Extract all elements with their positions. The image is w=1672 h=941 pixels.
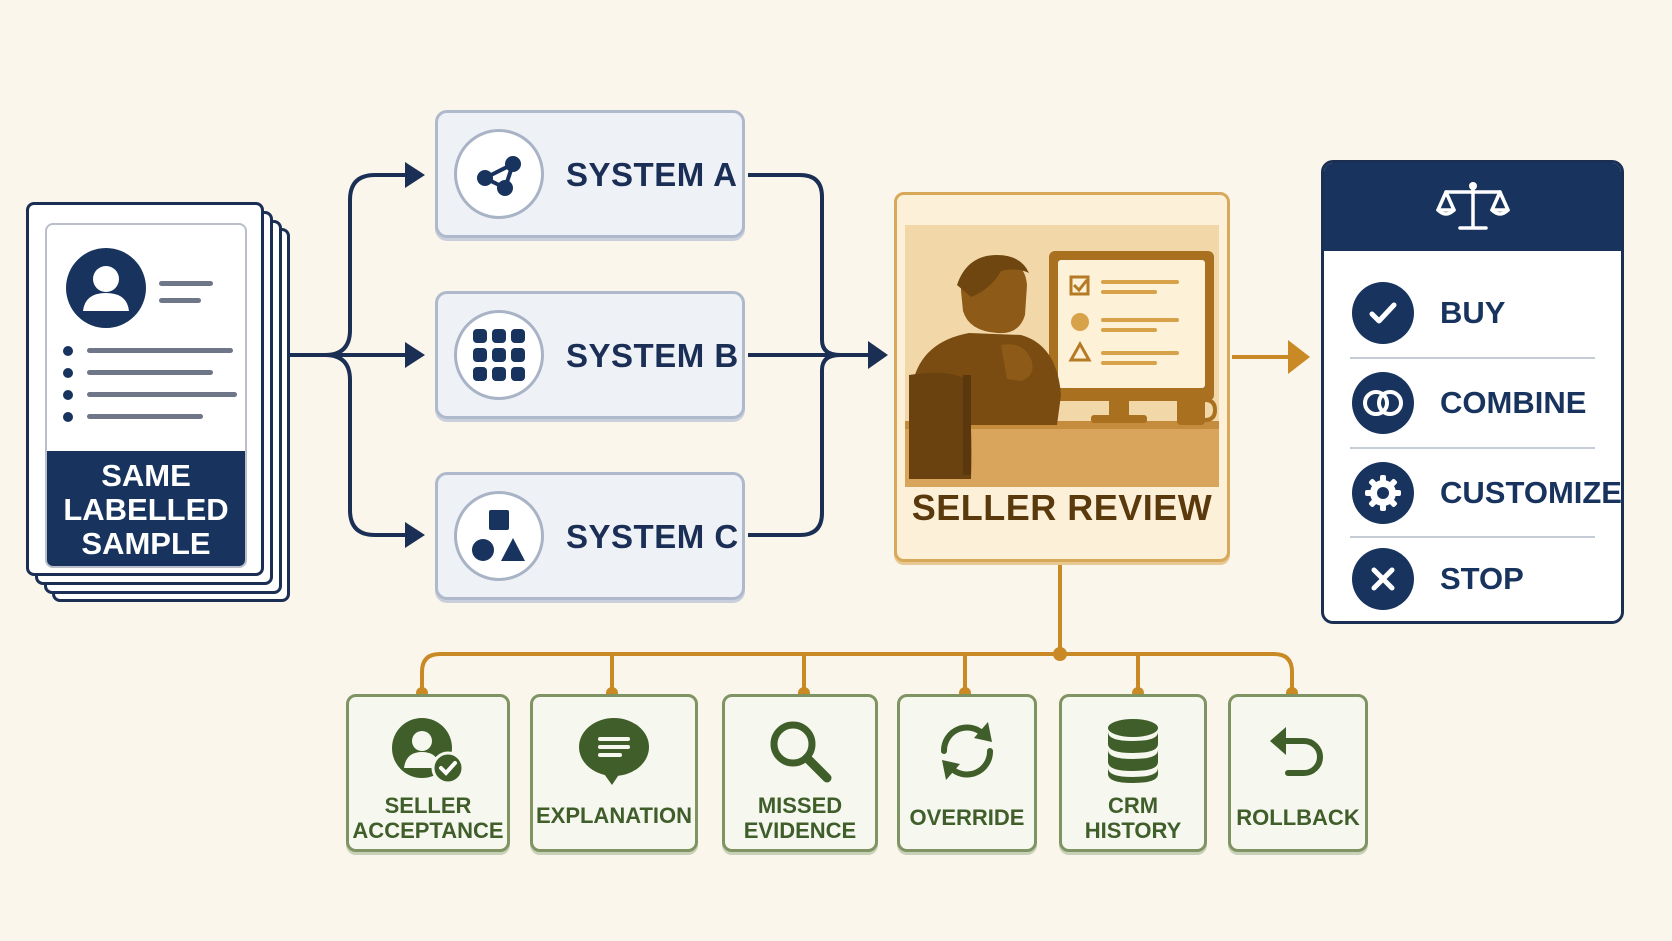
attribute-seller-acceptance: SELLER ACCEPTANCE	[346, 694, 510, 852]
decision-option-label: COMBINE	[1440, 385, 1587, 420]
gear-icon	[1352, 462, 1414, 524]
checkmark-icon	[1352, 282, 1414, 344]
attribute-missed-evidence: MISSED EVIDENCE	[722, 694, 878, 852]
attribute-label: MISSED EVIDENCE	[743, 793, 857, 843]
system-b-label: SYSTEM B	[566, 337, 739, 374]
decision-option-label: CUSTOMIZE	[1440, 475, 1622, 510]
divider	[1350, 447, 1595, 449]
refresh-icon	[900, 713, 1034, 789]
undo-arrow-icon	[1231, 713, 1365, 789]
attribute-label: CRM HISTORY	[1084, 793, 1182, 843]
attribute-label: EXPLANATION	[535, 803, 693, 828]
attribute-label: ROLLBACK	[1236, 805, 1360, 830]
sample-label: SAME LABELLED SAMPLE	[47, 451, 245, 566]
system-c-label: SYSTEM C	[566, 518, 739, 555]
overlapping-rings-icon	[1352, 372, 1414, 434]
bullet-list-lines	[63, 346, 237, 422]
database-icon	[1062, 713, 1204, 789]
network-nodes-icon	[454, 129, 544, 219]
decision-option-stop: STOP	[1352, 541, 1524, 617]
decision-panel-header	[1324, 163, 1621, 251]
user-check-icon	[349, 713, 507, 789]
balance-scale-icon	[1435, 182, 1510, 230]
attribute-crm-history: CRM HISTORY	[1059, 694, 1207, 852]
seller-review-label: SELLER REVIEW	[911, 487, 1213, 528]
decision-option-customize: CUSTOMIZE	[1352, 455, 1622, 531]
seller-review-box: SELLER REVIEW	[894, 192, 1230, 562]
attribute-rollback: ROLLBACK	[1228, 694, 1368, 852]
system-a-box: SYSTEM A	[435, 110, 745, 238]
dot-grid-icon	[454, 310, 544, 400]
sample-stack: SAME LABELLED SAMPLE	[26, 202, 291, 604]
attribute-label: SELLER ACCEPTANCE	[352, 793, 504, 843]
speech-bubble-icon	[533, 713, 695, 789]
decision-option-label: STOP	[1440, 561, 1524, 596]
system-a-label: SYSTEM A	[566, 156, 738, 193]
decision-option-buy: BUY	[1352, 275, 1505, 351]
magnifier-icon	[725, 713, 875, 789]
attribute-explanation: EXPLANATION	[530, 694, 698, 852]
profile-text-lines	[159, 281, 213, 303]
system-b-box: SYSTEM B	[435, 291, 745, 419]
attribute-override: OVERRIDE	[897, 694, 1037, 852]
system-c-box: SYSTEM C	[435, 472, 745, 600]
decision-option-combine: COMBINE	[1352, 365, 1586, 441]
divider	[1350, 536, 1595, 538]
shapes-icon	[454, 491, 544, 581]
sample-document-inner: SAME LABELLED SAMPLE	[45, 223, 247, 568]
x-icon	[1352, 548, 1414, 610]
attribute-label: OVERRIDE	[909, 805, 1025, 830]
profile-avatar-icon	[66, 248, 146, 328]
seller-at-monitor-illustration	[905, 225, 1219, 487]
sample-document: SAME LABELLED SAMPLE	[26, 202, 264, 576]
divider	[1350, 357, 1595, 359]
decision-panel: BUY COMBINE	[1321, 160, 1624, 624]
decision-option-label: BUY	[1440, 295, 1506, 330]
